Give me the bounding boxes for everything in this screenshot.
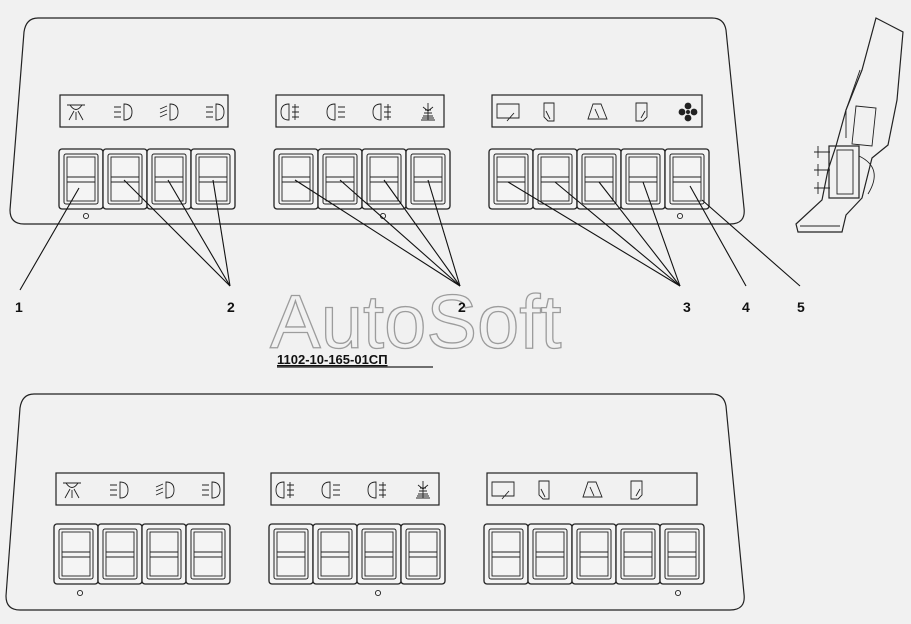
callout-1: 1	[15, 299, 23, 315]
callout-3: 3	[683, 299, 691, 315]
windshield-heater-icon	[582, 481, 603, 498]
rocker-switch[interactable]	[527, 523, 573, 585]
switch-group-3	[488, 148, 710, 210]
sidelight-icon	[110, 481, 129, 499]
switch-group-2	[268, 523, 446, 585]
rocker-switch[interactable]	[58, 148, 104, 210]
rocker-switch[interactable]	[273, 148, 319, 210]
callout-5: 5	[797, 299, 805, 315]
drawing-caption: 1102-10-165-01СП	[277, 352, 388, 367]
rocker-switch[interactable]	[405, 148, 451, 210]
indicator-strip-group-2	[270, 472, 440, 506]
top-panel	[9, 17, 745, 225]
callout-2: 2	[458, 299, 466, 315]
rocker-switch[interactable]	[312, 523, 358, 585]
rocker-switch[interactable]	[268, 523, 314, 585]
callout-4: 4	[742, 299, 750, 315]
bottom-panel	[5, 393, 745, 611]
left-mirror-heater-icon	[635, 102, 648, 122]
left-mirror-heater-icon	[630, 480, 643, 500]
rocker-switch[interactable]	[190, 148, 236, 210]
rocker-switch[interactable]	[571, 523, 617, 585]
windshield-heater-icon	[587, 103, 608, 120]
interior-light-icon	[67, 104, 85, 121]
indicator-strip-group-1	[55, 472, 225, 506]
rocker-switch[interactable]	[659, 523, 705, 585]
right-mirror-heater-icon	[543, 102, 555, 122]
hazard-warning-icon	[421, 103, 435, 121]
rocker-switch[interactable]	[53, 523, 99, 585]
rocker-switch[interactable]	[97, 523, 143, 585]
front-fog-light-icon	[321, 481, 340, 499]
indicator-lamp	[82, 212, 90, 220]
rocker-switch[interactable]	[400, 523, 446, 585]
side-view-section	[795, 17, 904, 233]
hazard-warning-icon	[416, 481, 430, 499]
main-beam-icon	[206, 103, 225, 121]
rocker-switch[interactable]	[361, 148, 407, 210]
rocker-switch[interactable]	[356, 523, 402, 585]
indicator-strip-group-2	[275, 94, 445, 128]
rear-window-heater-icon	[491, 481, 515, 500]
switch-group-1	[53, 523, 231, 585]
rear-fog-light-icon	[280, 103, 299, 121]
sidelight-icon	[114, 103, 133, 121]
switch-group-3	[483, 523, 705, 585]
dipped-beam-icon	[159, 103, 179, 121]
rocker-switch[interactable]	[317, 148, 363, 210]
rocker-switch[interactable]	[576, 148, 622, 210]
fan-icon	[678, 102, 698, 122]
main-beam-icon	[202, 481, 221, 499]
watermark: AutoSoft	[270, 280, 562, 365]
rocker-switch[interactable]	[532, 148, 578, 210]
rear-fog-light-icon	[275, 481, 294, 499]
switch-group-1	[58, 148, 236, 210]
indicator-strip-group-3	[486, 472, 698, 506]
indicator-lamp	[676, 212, 684, 220]
indicator-strip-group-1	[59, 94, 229, 128]
interior-light-icon	[63, 482, 81, 499]
right-mirror-heater-icon	[538, 480, 550, 500]
rocker-switch[interactable]	[615, 523, 661, 585]
work-light-icon	[367, 481, 386, 499]
indicator-lamp	[374, 589, 382, 597]
leader-lines	[19, 179, 801, 291]
dipped-beam-icon	[155, 481, 175, 499]
rocker-switch[interactable]	[483, 523, 529, 585]
rocker-switch[interactable]	[488, 148, 534, 210]
front-fog-light-icon	[326, 103, 345, 121]
rear-window-heater-icon	[496, 103, 520, 122]
rocker-switch[interactable]	[185, 523, 231, 585]
rocker-switch[interactable]	[620, 148, 666, 210]
work-light-icon	[372, 103, 391, 121]
rocker-switch[interactable]	[102, 148, 148, 210]
indicator-lamp	[674, 589, 682, 597]
rocker-switch[interactable]	[141, 523, 187, 585]
indicator-lamp	[76, 589, 84, 597]
rocker-switch[interactable]	[146, 148, 192, 210]
callout-2: 2	[227, 299, 235, 315]
indicator-strip-group-3	[491, 94, 703, 128]
